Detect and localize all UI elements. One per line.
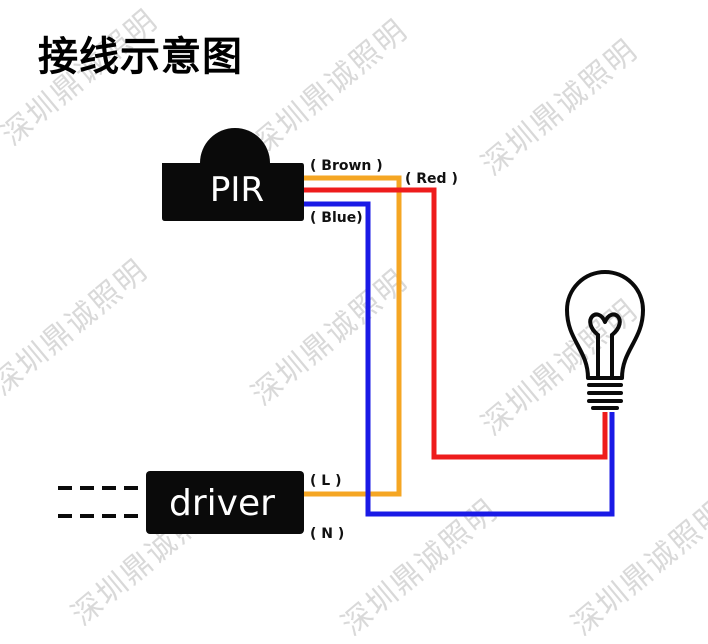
wiring-diagram: 深圳鼎诚照明 深圳鼎诚照明 深圳鼎诚照明 深圳鼎诚照明 深圳鼎诚照明 深圳鼎诚照… bbox=[0, 3, 708, 643]
driver-label: driver bbox=[169, 483, 275, 524]
diagram-canvas: PIR driver ( Brown ) ( Red ) ( Blue) ( L… bbox=[58, 128, 645, 542]
red-wire bbox=[304, 187, 608, 460]
n-terminal-label: ( N ) bbox=[310, 526, 344, 542]
brown-wire-label: ( Brown ) bbox=[310, 158, 383, 174]
pir-dome bbox=[200, 128, 270, 163]
driver: driver bbox=[146, 471, 304, 534]
blue-wire bbox=[304, 201, 615, 517]
page-title: 接线示意图 bbox=[38, 34, 243, 80]
pir-box bbox=[162, 163, 304, 221]
light-bulb-icon bbox=[565, 270, 645, 410]
blue-wire-label: ( Blue) bbox=[310, 210, 363, 226]
brown-wire bbox=[304, 175, 402, 497]
driver-box bbox=[146, 471, 304, 534]
pir-sensor: PIR bbox=[162, 128, 304, 221]
pir-label: PIR bbox=[210, 170, 264, 210]
l-terminal-label: ( L ) bbox=[310, 473, 341, 489]
red-wire-label: ( Red ) bbox=[405, 171, 458, 187]
